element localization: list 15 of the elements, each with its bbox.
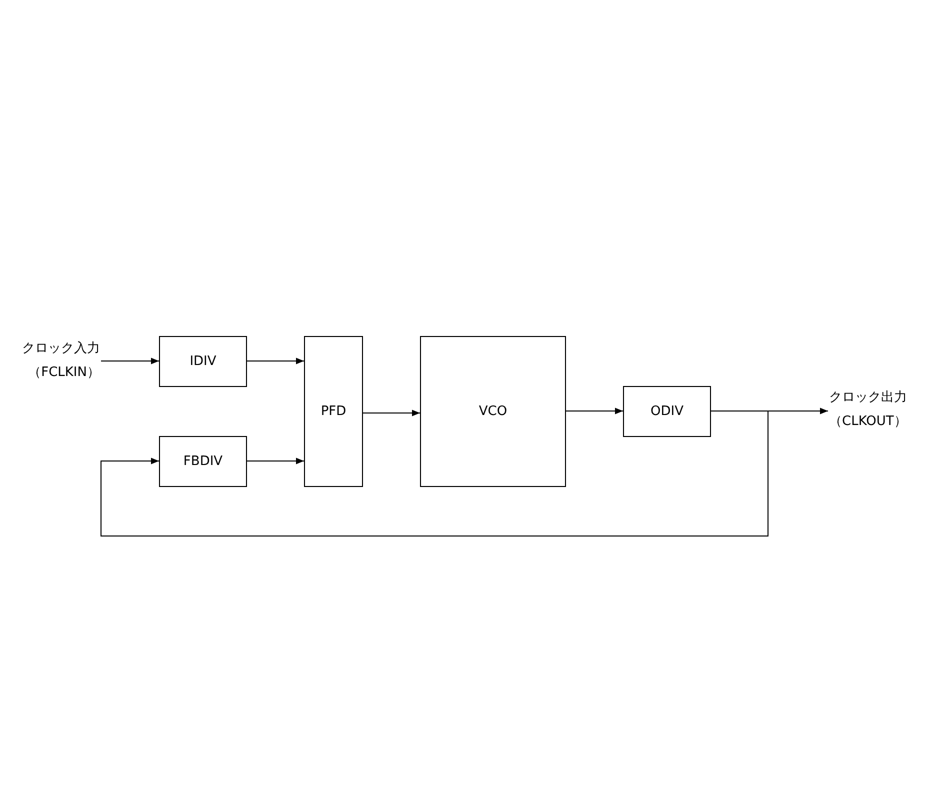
block-box: PFD (304, 336, 363, 487)
arrow (100, 410, 768, 536)
block-box: VCO (420, 336, 566, 487)
signal-label: クロック入力 (22, 340, 100, 358)
signal-label: （FCLKIN） (28, 364, 100, 382)
signal-label: クロック出力 (829, 389, 907, 407)
block-box: IDIV (159, 336, 247, 387)
arrow (566, 408, 624, 414)
block-box: ODIV (623, 386, 711, 437)
arrow (100, 358, 160, 364)
signal-label: （CLKOUT） (829, 413, 907, 431)
arrow (246, 358, 304, 364)
arrow (362, 410, 420, 416)
block-box: FBDIV (159, 436, 247, 487)
arrow (246, 458, 304, 464)
